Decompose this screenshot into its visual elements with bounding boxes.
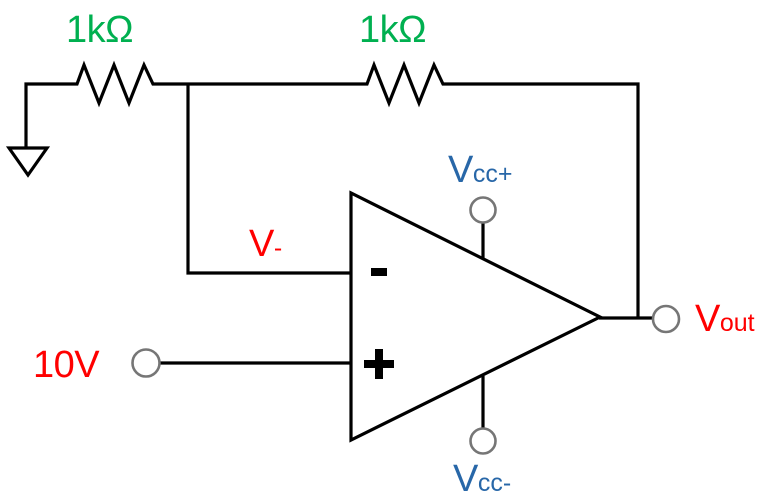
plus-sign-icon xyxy=(364,349,394,379)
opamp-triangle xyxy=(349,190,604,443)
r1-value-text: 1kΩ xyxy=(66,9,134,51)
feedback-wire xyxy=(450,82,640,318)
resistor-r2 xyxy=(358,63,452,105)
minus-sign-icon xyxy=(371,268,387,276)
vcc-plus-label: Vcc+ xyxy=(448,151,512,189)
vcc-plus-terminal xyxy=(469,196,497,224)
inverting-node-main: V xyxy=(249,223,274,265)
inverting-node-label: V- xyxy=(249,225,282,263)
inverting-input-wire xyxy=(186,84,351,275)
vcc-plus-sub: cc+ xyxy=(472,160,513,188)
vcc-minus-sub: cc- xyxy=(477,469,512,497)
vcc-plus-main: V xyxy=(448,149,473,191)
input-source-text: 10V xyxy=(33,344,100,386)
vcc-minus-terminal xyxy=(469,427,497,455)
input-source-label: 10V xyxy=(33,344,100,386)
r1-value-label: 1kΩ xyxy=(66,9,134,51)
output-label: Vout xyxy=(695,300,755,338)
output-terminal xyxy=(651,304,681,334)
vcc-minus-label: Vcc- xyxy=(453,460,511,498)
input-terminal xyxy=(131,348,161,378)
r2-value-label: 1kΩ xyxy=(359,9,427,51)
vcc-minus-main: V xyxy=(453,458,478,500)
inverting-node-sub: - xyxy=(273,234,283,262)
output-main: V xyxy=(695,298,720,340)
ground-wire xyxy=(24,82,70,148)
ground-icon xyxy=(5,146,51,178)
output-sub: out xyxy=(719,309,755,337)
resistor-r1 xyxy=(68,63,162,105)
r2-value-text: 1kΩ xyxy=(359,9,427,51)
